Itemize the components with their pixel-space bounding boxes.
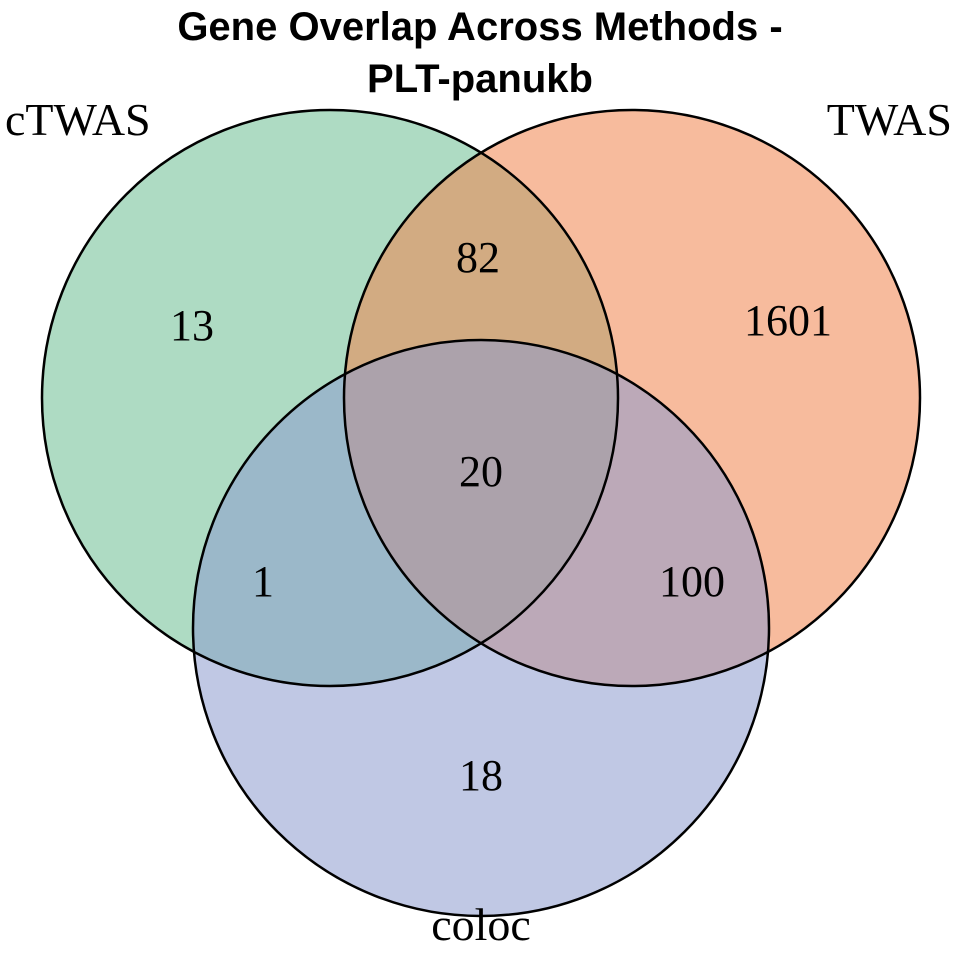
set-label-coloc: coloc bbox=[431, 899, 531, 950]
coloc-circle-outline bbox=[191, 338, 771, 918]
coloc-circle-fill bbox=[193, 340, 769, 916]
count-coloc-only: 18 bbox=[459, 751, 503, 800]
chart-title-line1: Gene Overlap Across Methods - bbox=[177, 5, 782, 49]
count-twas-only: 1601 bbox=[744, 296, 832, 345]
set-label-twas: TWAS bbox=[827, 94, 952, 145]
count-ctwas-coloc: 1 bbox=[252, 557, 274, 606]
ctwas-circle-outline bbox=[40, 108, 620, 688]
count-twas-coloc: 100 bbox=[659, 557, 725, 606]
set-label-ctwas: cTWAS bbox=[5, 94, 151, 145]
twas-circle-outline bbox=[342, 108, 922, 688]
count-ctwas-twas: 82 bbox=[456, 233, 500, 282]
count-all-three: 20 bbox=[459, 447, 503, 496]
chart-title-line2: PLT-panukb bbox=[367, 57, 593, 101]
count-ctwas-only: 13 bbox=[170, 301, 214, 350]
